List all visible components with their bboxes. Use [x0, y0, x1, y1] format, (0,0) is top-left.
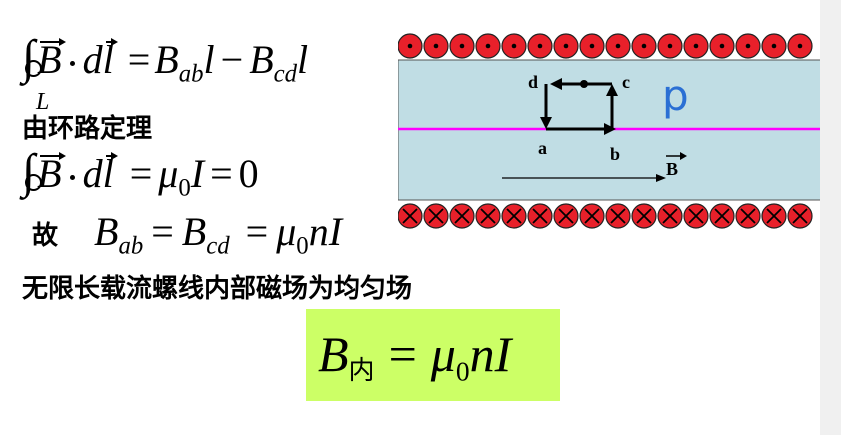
- coil-dot-icon: [485, 43, 491, 49]
- nI: nI: [308, 209, 343, 254]
- mu: μ: [276, 209, 297, 254]
- differential-d: d: [82, 151, 103, 196]
- coil-cross-icon: [610, 208, 626, 224]
- coil-cross-icon: [558, 208, 574, 224]
- B-ab: B: [94, 209, 119, 254]
- coil-dot-icon: [641, 43, 647, 49]
- coil-cross-icon: [532, 208, 548, 224]
- subscript-inner: 内: [348, 355, 375, 386]
- coil-cross-icon: [402, 208, 418, 224]
- coil-cross-icon: [740, 208, 756, 224]
- coil-dot-icon: [407, 43, 413, 49]
- coil-dot-icon: [615, 43, 621, 49]
- coil-cross-icon: [506, 208, 522, 224]
- solenoid-diagram: d c a b p B: [398, 33, 822, 229]
- coil-dot-icon: [719, 43, 725, 49]
- equals-sign: =: [127, 37, 151, 82]
- integral-subscript: L: [36, 89, 50, 115]
- differential-d: d: [82, 37, 103, 82]
- coil-dot-icon: [459, 43, 465, 49]
- coil-cross-icon: [714, 208, 730, 224]
- subscript-ab: ab: [178, 60, 204, 88]
- mu-subscript: 0: [178, 174, 191, 202]
- label-b: b: [610, 144, 620, 164]
- vector-l: l: [102, 151, 118, 196]
- vector-B: B: [37, 37, 67, 82]
- B-cd: B: [249, 37, 274, 82]
- coil-cross-icon: [662, 208, 678, 224]
- equals-sign: =: [245, 209, 269, 254]
- arrowhead-da: [540, 117, 552, 129]
- coil-dot-icon: [563, 43, 569, 49]
- label-d: d: [528, 72, 538, 92]
- coil-dot-icon: [771, 43, 777, 49]
- contour-integral-symbol: ∫L: [22, 34, 49, 116]
- minus-sign: −: [220, 37, 244, 82]
- coil-cross-icon: [792, 208, 808, 224]
- B-inner: B: [318, 326, 349, 382]
- coil-dot-icon: [537, 43, 543, 49]
- equals-sign: =: [210, 151, 233, 196]
- zero: 0: [238, 151, 259, 196]
- coil-dot-icon: [797, 43, 803, 49]
- arrowhead-cd: [550, 78, 562, 90]
- label-p: p: [662, 71, 689, 120]
- coil-dot-icon: [667, 43, 673, 49]
- equals-sign: =: [388, 326, 417, 382]
- coil-cross-icon: [428, 208, 444, 224]
- length-l: l: [203, 37, 215, 82]
- B-ab: B: [154, 37, 179, 82]
- label-a: a: [538, 138, 547, 158]
- B-cd: B: [181, 209, 207, 254]
- coil-dot-icon: [511, 43, 517, 49]
- vector-bar-arrowhead: [680, 152, 687, 160]
- coil-cross-icon: [636, 208, 652, 224]
- mu: μ: [158, 151, 179, 196]
- coil-dot-icon: [693, 43, 699, 49]
- length-l: l: [297, 37, 309, 82]
- coil-cross-icon: [688, 208, 704, 224]
- equation-field-equality: Bab=Bcd=μ0nI: [94, 212, 342, 267]
- coil-dot-icon: [589, 43, 595, 49]
- equals-sign: =: [129, 151, 153, 196]
- coil-dot-icon: [433, 43, 439, 49]
- mu-subscript: 0: [455, 355, 470, 387]
- subscript-ab: ab: [118, 232, 144, 260]
- equals-sign: =: [151, 209, 174, 254]
- dot-operator: [69, 175, 75, 181]
- arrowhead-bc: [606, 84, 618, 96]
- subscript-cd: cd: [273, 60, 298, 88]
- dot-operator: [69, 61, 75, 67]
- arrowhead-ab: [604, 123, 616, 135]
- label-loop-theorem: 由环路定理: [22, 114, 153, 144]
- field-arrowhead: [656, 174, 666, 182]
- vector-B: B: [37, 151, 67, 196]
- coil-cross-icon: [480, 208, 496, 224]
- loop-point: [580, 80, 588, 88]
- current-I: I: [190, 151, 205, 196]
- label-c: c: [622, 72, 630, 92]
- coil-cross-icon: [454, 208, 470, 224]
- result-box: B内 =μ0nI: [306, 309, 560, 401]
- mu-subscript: 0: [296, 232, 309, 260]
- coil-cross-icon: [766, 208, 782, 224]
- coil-dot-icon: [745, 43, 751, 49]
- result-formula: B内 =μ0nI: [318, 329, 511, 397]
- contour-integral-symbol: ∫: [22, 148, 42, 196]
- right-edge-strip: [820, 0, 841, 435]
- label-therefore: 故: [32, 221, 59, 251]
- nI: nI: [469, 326, 512, 382]
- label-B: B: [666, 159, 678, 179]
- subscript-cd: cd: [206, 232, 230, 260]
- bottom-coil-row: [398, 203, 813, 229]
- top-coil-row: [398, 33, 813, 59]
- vector-l: l: [102, 37, 118, 82]
- label-conclusion: 无限长载流螺线内部磁场为均匀场: [22, 274, 413, 304]
- coil-cross-icon: [584, 208, 600, 224]
- mu: μ: [430, 326, 456, 382]
